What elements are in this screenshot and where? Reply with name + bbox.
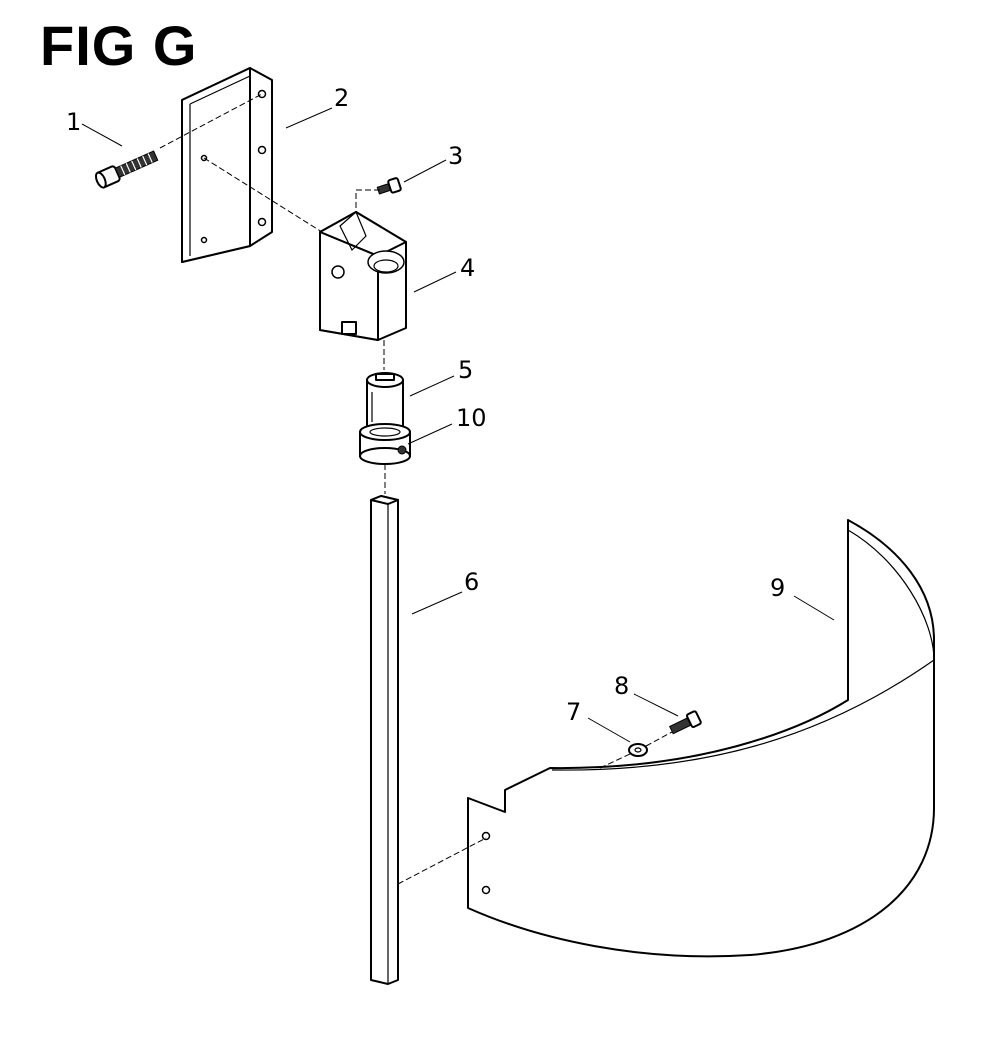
part-1-cap-screw <box>94 93 263 189</box>
callout-2: 2 <box>334 84 349 112</box>
rod-guard-alignment-line <box>397 837 487 885</box>
part-6-square-rod <box>370 495 399 985</box>
callout-6: 6 <box>464 568 479 596</box>
callout-4: 4 <box>460 254 475 282</box>
callout-5: 5 <box>458 356 473 384</box>
leader-lines <box>81 107 835 743</box>
part-7-washer <box>599 743 648 769</box>
part-10-shaft-collar <box>359 423 411 494</box>
callout-8: 8 <box>614 672 629 700</box>
callout-10: 10 <box>456 404 487 432</box>
callout-3: 3 <box>448 142 463 170</box>
callout-9: 9 <box>770 574 785 602</box>
part-4-pivot-block <box>203 157 407 370</box>
part-5-pivot-shaft <box>366 372 404 427</box>
part-2-angle-bracket <box>181 67 273 263</box>
callout-7: 7 <box>566 698 581 726</box>
callout-1: 1 <box>66 108 81 136</box>
part-9-curved-guard <box>467 519 935 958</box>
part-8-screw <box>645 710 702 747</box>
figure-title: FIG G <box>40 14 198 77</box>
part-3-set-screw <box>355 177 402 218</box>
